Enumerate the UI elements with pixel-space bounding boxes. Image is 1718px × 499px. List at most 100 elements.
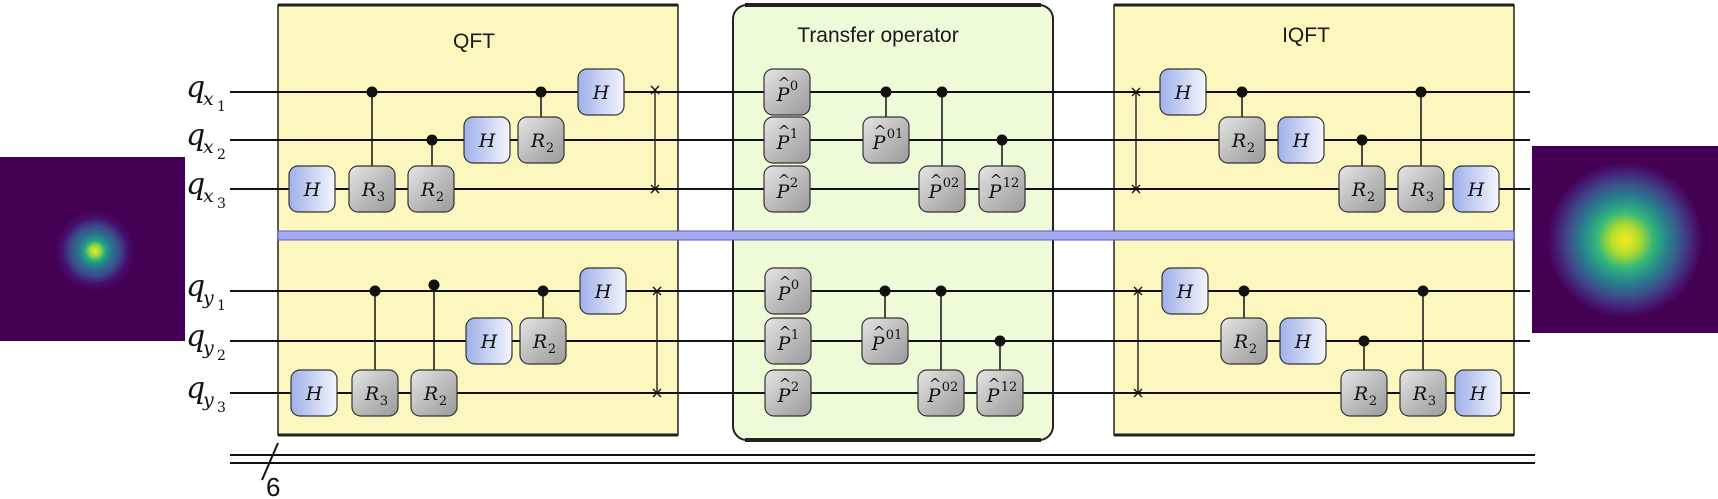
svg-text:2: 2 — [439, 394, 447, 409]
h-gate: H — [579, 267, 627, 315]
p02-gate: P^02 — [918, 165, 966, 213]
svg-text:^: ^ — [778, 122, 791, 140]
svg-text:^: ^ — [779, 375, 792, 393]
h-gate: H — [1454, 369, 1502, 417]
control-dot — [879, 285, 891, 297]
svg-text:^: ^ — [874, 122, 887, 140]
svg-text:P: P — [776, 181, 791, 203]
svg-text:R: R — [423, 383, 438, 405]
svg-text:R: R — [361, 179, 376, 201]
svg-text:1: 1 — [791, 328, 799, 343]
qubit-bus: 6 — [230, 442, 1535, 499]
svg-text:3: 3 — [380, 394, 388, 409]
control-dot — [936, 86, 948, 98]
svg-text:x: x — [203, 88, 214, 110]
svg-text:H: H — [594, 281, 612, 303]
svg-text:01: 01 — [887, 127, 904, 142]
svg-text:0: 0 — [790, 79, 798, 94]
svg-text:x: x — [203, 185, 214, 207]
control-dot — [1236, 86, 1248, 98]
h-gate: H — [1279, 317, 1327, 365]
svg-text:01: 01 — [886, 328, 903, 343]
svg-text:^: ^ — [988, 375, 1001, 393]
svg-text:q: q — [186, 319, 205, 354]
svg-text:H: H — [1469, 383, 1487, 405]
p12-gate: P^12 — [978, 165, 1026, 213]
svg-text:3: 3 — [377, 190, 385, 205]
svg-text:H: H — [1292, 130, 1310, 152]
qubit-label-x2: q x 2 — [186, 118, 226, 163]
svg-text:2: 2 — [791, 380, 799, 395]
control-dot — [935, 285, 947, 297]
control-dot — [426, 134, 438, 146]
svg-text:P: P — [777, 333, 792, 355]
control-dot — [880, 86, 892, 98]
p0-gate: P^0 — [764, 267, 812, 315]
p1-gate: P^1 — [763, 116, 811, 164]
svg-text:2: 2 — [217, 147, 226, 163]
p01-gate: P^01 — [862, 116, 910, 164]
svg-text:^: ^ — [990, 171, 1003, 189]
control-dot — [537, 285, 549, 297]
svg-text:0: 0 — [791, 278, 799, 293]
register-separator — [277, 230, 1515, 241]
svg-text:2: 2 — [1247, 141, 1255, 156]
svg-text:1: 1 — [790, 127, 798, 142]
svg-text:^: ^ — [778, 171, 791, 189]
control-dot — [1238, 285, 1250, 297]
qubit-label-x1: q x 1 — [186, 70, 226, 115]
h-gate: H — [465, 317, 513, 365]
svg-text:H: H — [1174, 82, 1192, 104]
svg-text:R: R — [1231, 130, 1246, 152]
svg-text:q: q — [186, 269, 205, 304]
svg-text:H: H — [1294, 331, 1312, 353]
svg-text:2: 2 — [790, 176, 798, 191]
svg-text:^: ^ — [873, 323, 886, 341]
svg-text:H: H — [303, 179, 321, 201]
svg-text:P: P — [988, 181, 1003, 203]
svg-text:2: 2 — [1249, 342, 1257, 357]
svg-text:y: y — [202, 287, 214, 309]
transfer-block: Transfer operator — [732, 3, 1054, 442]
svg-text:R: R — [530, 130, 545, 152]
swap-gate — [650, 85, 660, 194]
svg-text:H: H — [1467, 179, 1485, 201]
swap-gate — [652, 286, 662, 398]
swap-gate — [1133, 286, 1143, 398]
qubit-label-y1: q y 1 — [186, 269, 226, 314]
svg-text:q: q — [186, 371, 205, 406]
svg-text:12: 12 — [1001, 380, 1018, 395]
p01-gate: P^01 — [861, 317, 909, 365]
svg-text:2: 2 — [436, 190, 444, 205]
svg-text:P: P — [776, 84, 791, 106]
h-gate: H — [463, 116, 511, 164]
h-gate: H — [290, 369, 338, 417]
svg-text:P: P — [928, 181, 943, 203]
qubit-label-y3: q y 3 — [186, 371, 226, 416]
svg-text:3: 3 — [1428, 394, 1436, 409]
output-distribution-image — [1532, 146, 1718, 333]
svg-text:H: H — [1176, 281, 1194, 303]
p12-gate: P^12 — [976, 369, 1024, 417]
control-dot — [996, 134, 1008, 146]
svg-text:^: ^ — [779, 323, 792, 341]
svg-text:1: 1 — [217, 298, 226, 314]
svg-text:2: 2 — [548, 342, 556, 357]
svg-text:R: R — [1412, 383, 1427, 405]
svg-text:R: R — [532, 331, 547, 353]
swap-gate — [1131, 87, 1141, 194]
svg-text:2: 2 — [1369, 394, 1377, 409]
svg-text:R: R — [420, 179, 435, 201]
iqft-label: IQFT — [1282, 24, 1330, 47]
svg-text:q: q — [186, 118, 205, 153]
svg-text:1: 1 — [217, 99, 226, 115]
svg-text:H: H — [592, 82, 610, 104]
